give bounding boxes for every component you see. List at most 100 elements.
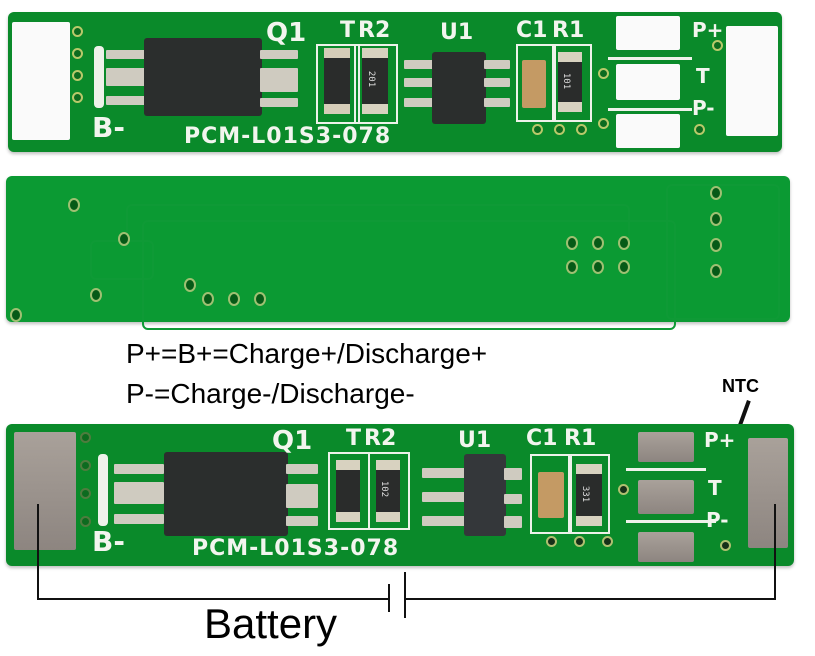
u1-pin	[404, 60, 434, 69]
r1-resistor: 331	[576, 464, 602, 526]
via	[118, 232, 130, 246]
via	[592, 260, 604, 274]
copper-trace	[126, 204, 630, 248]
via	[618, 236, 630, 250]
q1-mosfet	[144, 38, 262, 116]
q1-pin	[106, 68, 146, 86]
u1-pin	[404, 98, 434, 107]
u1-pin	[484, 78, 510, 87]
label-r2: R2	[364, 426, 397, 451]
copper-trace	[142, 220, 676, 330]
silk-bar	[94, 46, 104, 108]
q1-pin	[286, 484, 318, 508]
c1-footprint	[516, 44, 556, 122]
t-pad	[616, 64, 680, 100]
r2-resistor: 102	[376, 460, 400, 522]
u1-ic	[432, 52, 486, 124]
via	[532, 124, 543, 135]
pcb-bottom-view	[6, 176, 790, 330]
c1-capacitor	[522, 60, 546, 108]
via	[10, 308, 22, 322]
label-q1: Q1	[272, 426, 313, 456]
battery-cell-positive-plate	[404, 572, 406, 618]
b-plus-pad	[748, 438, 788, 548]
ntc-label: NTC	[722, 376, 759, 396]
via	[228, 292, 240, 306]
label-t-pin: T	[696, 64, 710, 88]
q1-pin	[114, 464, 164, 474]
via	[80, 488, 91, 499]
u1-pin	[504, 516, 522, 528]
silk-line-p	[626, 520, 716, 523]
u1-pin	[504, 468, 522, 480]
u1-pin	[484, 60, 510, 69]
label-p-minus: P-	[706, 508, 729, 532]
r1-marking: 331	[580, 485, 591, 503]
label-b-minus: B-	[92, 525, 125, 558]
via	[546, 536, 557, 547]
note-p-minus: P-=Charge-/Discharge-	[126, 378, 415, 409]
q1-pin	[260, 50, 298, 59]
r2-marking: 102	[379, 480, 390, 498]
q1-mosfet	[164, 452, 288, 536]
via	[592, 236, 604, 250]
via	[720, 540, 731, 551]
r2-marking: 201	[366, 70, 377, 88]
r1-resistor: 101	[558, 52, 582, 112]
label-t: T	[340, 18, 356, 43]
battery-wire-right-vertical	[774, 504, 776, 600]
via	[710, 264, 722, 278]
via	[68, 198, 80, 212]
via	[80, 516, 91, 527]
battery-label: Battery	[204, 600, 338, 647]
battery-wire-right-horizontal	[404, 598, 776, 600]
battery-wire-left-horizontal	[37, 598, 389, 600]
via	[598, 68, 609, 79]
label-q1: Q1	[266, 18, 307, 48]
u1-pin	[422, 492, 466, 502]
u1-pin	[422, 468, 466, 478]
c1-footprint	[530, 454, 572, 534]
t-footprint	[316, 44, 360, 124]
via	[202, 292, 214, 306]
via	[694, 124, 705, 135]
label-u1: U1	[458, 428, 492, 453]
t-thermistor	[336, 460, 360, 522]
via	[710, 212, 722, 226]
r1-footprint	[552, 44, 592, 122]
u1-pin	[484, 98, 510, 107]
u1-pin	[404, 78, 434, 87]
q1-pin	[114, 482, 164, 504]
via	[710, 238, 722, 252]
label-t-pin: T	[708, 476, 722, 500]
q1-pin	[286, 464, 318, 474]
b-minus-pad	[14, 432, 76, 550]
b-plus-pad	[726, 26, 778, 136]
via	[90, 288, 102, 302]
pcb-top-view: Q1 T R2 201 U1 C1 R1 101 P+ T P- B- PCM-…	[8, 12, 782, 152]
silk-line-p	[608, 108, 692, 111]
via	[72, 48, 83, 59]
c1-capacitor	[538, 472, 564, 518]
label-r1: R1	[564, 426, 597, 451]
u1-pin	[504, 494, 522, 504]
label-model: PCM-L01S3-078	[184, 124, 392, 149]
pcb-annotated-view: Q1 T R2 102 U1 C1 R1 331 P+ T P- B- PCM-…	[6, 424, 794, 566]
note-p-plus: P+=B+=Charge+/Discharge+	[126, 338, 488, 369]
label-p-plus: P+	[692, 18, 724, 42]
via	[618, 260, 630, 274]
via	[254, 292, 266, 306]
via	[576, 124, 587, 135]
via	[184, 278, 196, 292]
p-minus-pad	[616, 114, 680, 148]
q1-pin	[106, 50, 146, 59]
r2-footprint	[368, 452, 410, 530]
q1-pin	[286, 516, 318, 526]
via	[72, 70, 83, 81]
label-c1: C1	[516, 18, 548, 43]
q1-pin	[114, 514, 164, 524]
battery-cell-negative-plate	[388, 584, 390, 612]
via	[554, 124, 565, 135]
p-plus-pad	[616, 16, 680, 50]
copper-trace	[666, 184, 780, 320]
